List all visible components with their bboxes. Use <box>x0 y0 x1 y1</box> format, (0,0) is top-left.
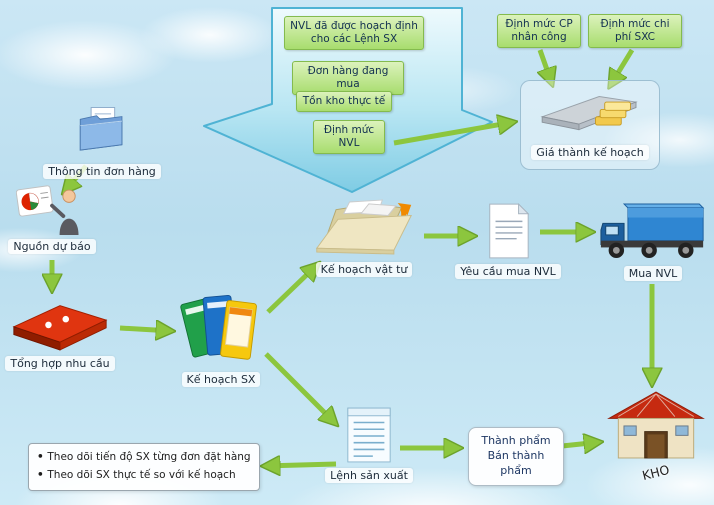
planned-cost-label: Giá thành kế hoạch <box>531 144 649 160</box>
truck-icon <box>600 203 705 259</box>
node-warehouse: KHO <box>606 388 706 483</box>
node-purchase-request: Yêu cầu mua NVL <box>455 202 561 279</box>
node-material-plan: Kế hoạch vật tư <box>310 198 418 277</box>
note-item: Theo dõi tiến độ SX từng đơn đặt hàng <box>37 449 251 467</box>
funnel-item-open-purchases: Đơn hàng đang mua <box>292 61 404 96</box>
node-purchase: Mua NVL <box>598 202 708 281</box>
arrow-finished-goods-to-warehouse <box>561 442 600 446</box>
node-demand-summary: Tổng hợp nhu cầu <box>5 294 115 371</box>
funnel-item-material-norm: Định mức NVL <box>313 120 385 155</box>
purchase-request-label: Yêu cầu mua NVL <box>455 264 561 279</box>
presenter-chart-icon <box>16 185 79 235</box>
demand-summary-label: Tổng hợp nhu cầu <box>5 356 115 371</box>
arrow-funnel-to-planned-cost <box>393 122 514 146</box>
funnel-item-actual-stock: Tồn kho thực tế <box>296 91 392 113</box>
material-plan-label: Kế hoạch vật tư <box>315 262 413 277</box>
lined-document-icon <box>347 407 391 463</box>
node-planned-cost: Giá thành kế hoạch <box>520 80 660 170</box>
notes-box: Theo dõi tiến độ SX từng đơn đặt hàng Th… <box>28 443 260 491</box>
folders-stack-icon <box>180 294 257 360</box>
order-info-label: Thông tin đơn hàng <box>43 164 161 179</box>
arrow-demand-to-production-plan <box>119 328 172 331</box>
arrow-plan-to-production-order <box>264 352 336 424</box>
node-production-order: Lệnh sản xuất <box>325 406 413 483</box>
red-binder-icon <box>12 305 108 351</box>
warehouse-icon <box>607 391 705 459</box>
node-order-info: Thông tin đơn hàng <box>43 104 161 179</box>
finished-goods-label: Thành phẩm Bán thành phẩm <box>481 434 551 477</box>
production-order-label: Lệnh sản xuất <box>325 468 413 483</box>
node-forecast: Nguồn dự báo <box>6 182 98 254</box>
note-item: Theo dõi SX thực tế so với kế hoạch <box>37 467 251 485</box>
arrow-order-to-notes <box>264 464 337 466</box>
document-icon <box>489 202 530 259</box>
labor-cost-norm-box: Định mức CP nhân công <box>497 14 581 49</box>
node-finished-goods: Thành phẩm Bán thành phẩm <box>468 427 564 486</box>
funnel-item-nvl-planned: NVL đã được hoạch định cho các Lệnh SX <box>284 16 424 51</box>
open-folder-icon <box>315 199 413 255</box>
forecast-label: Nguồn dự báo <box>8 239 96 254</box>
node-production-plan: Kế hoạch SX <box>178 288 264 387</box>
materials-cost-icon <box>540 95 638 130</box>
overhead-cost-norm-box: Định mức chi phí SXC <box>588 14 682 49</box>
documents-folder-icon <box>79 107 123 151</box>
arrow-plan-to-material-plan <box>266 264 318 314</box>
arrow-labor-cost-to-planned-cost <box>540 49 552 84</box>
purchase-label: Mua NVL <box>623 266 683 281</box>
production-plan-label: Kế hoạch SX <box>181 372 261 387</box>
